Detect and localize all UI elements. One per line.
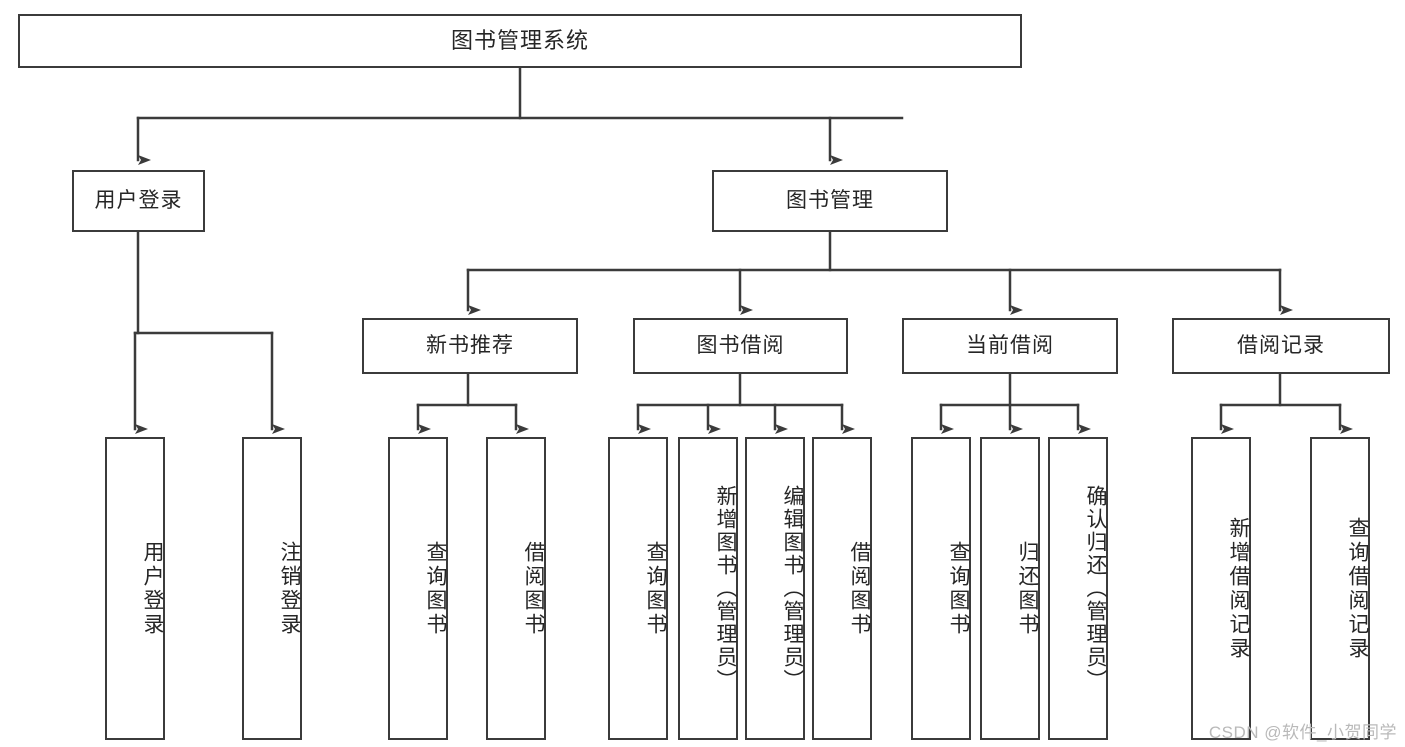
node-new-book-recommend[interactable]: 新书推荐: [362, 318, 578, 374]
leaf-nb-query-book[interactable]: 查询图书: [388, 437, 448, 740]
watermark-csdn: CSDN @软件_小贺同学: [1208, 723, 1397, 742]
leaf-bb-query-book[interactable]: 查询图书: [608, 437, 668, 740]
node-user-login[interactable]: 用户登录: [72, 170, 205, 232]
leaf-bb-edit-book-admin[interactable]: 编辑图书（管理员）: [745, 437, 805, 740]
leaf-br-query-record[interactable]: 查询借阅记录: [1310, 437, 1370, 740]
node-book-management[interactable]: 图书管理: [712, 170, 948, 232]
node-borrow-record[interactable]: 借阅记录: [1172, 318, 1390, 374]
leaf-cb-query-book[interactable]: 查询图书: [911, 437, 971, 740]
leaf-nb-borrow-book[interactable]: 借阅图书: [486, 437, 546, 740]
node-root-book-management-system[interactable]: 图书管理系统: [18, 14, 1022, 68]
leaf-cb-confirm-return-admin[interactable]: 确认归还（管理员）: [1048, 437, 1108, 740]
leaf-br-add-record[interactable]: 新增借阅记录: [1191, 437, 1251, 740]
leaf-bb-add-book-admin[interactable]: 新增图书（管理员）: [678, 437, 738, 740]
leaf-cb-return-book[interactable]: 归还图书: [980, 437, 1040, 740]
leaf-user-login[interactable]: 用户登录: [105, 437, 165, 740]
node-current-borrow[interactable]: 当前借阅: [902, 318, 1118, 374]
leaf-bb-borrow-book[interactable]: 借阅图书: [812, 437, 872, 740]
node-book-borrow[interactable]: 图书借阅: [633, 318, 848, 374]
leaf-logout[interactable]: 注销登录: [242, 437, 302, 740]
